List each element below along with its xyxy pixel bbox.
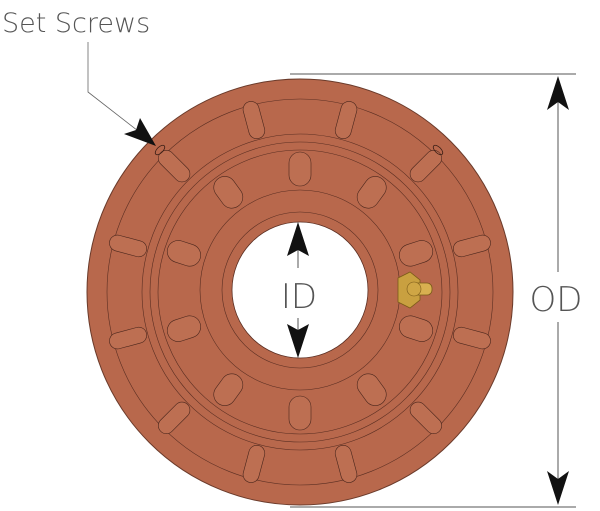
- arrow-icon: [124, 118, 156, 146]
- rib: [158, 401, 191, 434]
- rib: [399, 315, 434, 342]
- rib: [334, 101, 358, 139]
- rib: [213, 176, 244, 209]
- inner-ribs: [166, 151, 434, 431]
- outer-ribs: [109, 101, 491, 483]
- set-screw-right: [432, 144, 444, 156]
- od-label: OD: [530, 280, 583, 320]
- rib: [166, 315, 201, 342]
- rib: [288, 395, 312, 431]
- id-label: ID: [281, 277, 317, 317]
- id-dimension: [287, 222, 309, 358]
- rib: [356, 373, 387, 406]
- rib: [288, 151, 312, 187]
- arrow-down-icon: [287, 324, 309, 358]
- rib: [399, 240, 434, 267]
- rib: [409, 150, 442, 183]
- od-dimension: [290, 73, 576, 508]
- rib: [158, 150, 191, 183]
- rib: [453, 234, 491, 258]
- rib: [356, 176, 387, 209]
- brass-fitting-icon: [397, 271, 433, 309]
- set-screw-left: [154, 144, 166, 156]
- center-hole: [231, 221, 369, 359]
- set-screws-label: Set Screws: [2, 8, 150, 39]
- rib: [453, 326, 491, 350]
- rib: [213, 373, 244, 406]
- rib: [166, 240, 201, 267]
- rib: [409, 401, 442, 434]
- rib: [242, 101, 266, 139]
- rib: [109, 234, 147, 258]
- arrow-up-icon: [287, 222, 309, 256]
- rib: [334, 445, 358, 483]
- arrow-down-icon: [547, 471, 569, 505]
- set-screws-leader: [87, 42, 156, 146]
- arrow-up-icon: [547, 76, 569, 110]
- rib: [242, 445, 266, 483]
- rib: [109, 326, 147, 350]
- wheel-body: [86, 78, 514, 506]
